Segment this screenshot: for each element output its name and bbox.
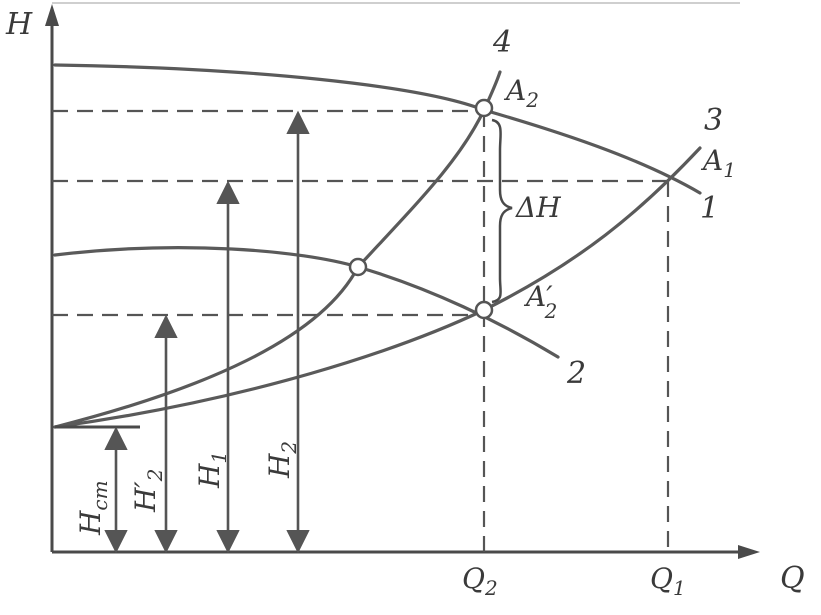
curve-number-4: 4 — [492, 25, 512, 60]
x-axis-arrowhead — [738, 545, 760, 559]
label-a2: A2 — [503, 74, 539, 112]
delta-h-brace — [491, 118, 513, 304]
label-a2prime: A′2 — [523, 280, 557, 323]
x-axis-label: Q — [780, 561, 805, 596]
curve-1-pump-high — [53, 63, 702, 195]
label-delta-h: ΔH — [515, 191, 561, 224]
curve-3-system — [53, 146, 702, 429]
label-hst: Hст — [74, 480, 112, 536]
curve-number-2: 2 — [566, 356, 586, 391]
curve-number-1: 1 — [700, 191, 719, 226]
y-axis-label: H — [5, 7, 33, 42]
label-h2: H2 — [263, 441, 301, 479]
point-a2 — [474, 98, 494, 118]
curve-number-3: 3 — [704, 103, 723, 138]
point-mid — [348, 257, 368, 277]
label-h2prime: H′2 — [129, 468, 167, 513]
y-axis-arrowhead — [45, 4, 59, 26]
label-h1: H1 — [193, 451, 231, 489]
label-a1: A1 — [700, 144, 736, 182]
point-a2prime — [474, 300, 494, 320]
tick-label-q1: Q1 — [650, 562, 686, 600]
tick-label-q2: Q2 — [462, 562, 498, 600]
